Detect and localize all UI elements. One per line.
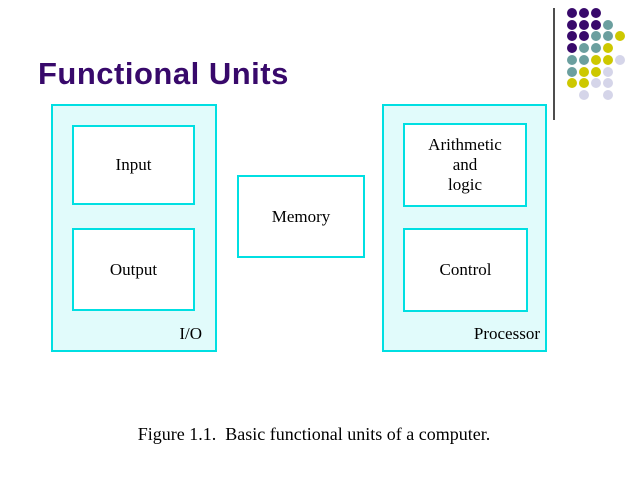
decoration-dot <box>603 43 613 54</box>
decoration-dot <box>591 54 601 65</box>
decoration-dot <box>579 8 589 18</box>
slide-title: Functional Units <box>38 56 289 91</box>
decoration-dot <box>579 66 589 77</box>
input-box: Input <box>72 125 195 205</box>
processor-unit-label: Processor <box>473 324 540 343</box>
decoration-dot <box>567 78 577 89</box>
input-label: Input <box>115 155 152 174</box>
decoration-dot <box>579 89 589 100</box>
decoration-dot <box>579 19 589 30</box>
decoration-dot <box>579 43 589 54</box>
decoration-dot <box>567 31 577 42</box>
decoration-dot <box>567 66 577 77</box>
arithmetic-logic-box: Arithmetic and logic <box>403 123 527 207</box>
decoration-dot <box>603 66 613 77</box>
decoration-dot <box>603 89 613 100</box>
decoration-dot <box>579 31 589 42</box>
decoration-dot <box>579 78 589 89</box>
decoration-dot <box>603 54 613 65</box>
decoration-vertical-line <box>553 8 555 120</box>
decoration-dot <box>603 19 613 30</box>
decoration-dot <box>567 54 577 65</box>
figure-caption: Figure 1.1. Basic functional units of a … <box>137 424 491 444</box>
decoration-dot <box>567 43 577 54</box>
decoration-dot <box>603 78 613 89</box>
decoration-dot <box>591 19 601 30</box>
memory-box: Memory <box>237 175 365 258</box>
decoration-dot <box>615 54 625 65</box>
decoration-dot <box>591 8 601 18</box>
decoration-dot <box>567 8 577 18</box>
control-label: Control <box>439 260 492 279</box>
decoration-dot <box>591 43 601 54</box>
arithmetic-logic-label: Arithmetic and logic <box>428 135 502 194</box>
dot-grid-decoration <box>567 8 631 108</box>
decoration-dot <box>591 66 601 77</box>
output-label: Output <box>109 259 158 279</box>
decoration-dot <box>579 54 589 65</box>
io-unit-label: I/O <box>179 324 202 343</box>
decoration-dot <box>603 31 613 42</box>
memory-label: Memory <box>271 206 331 226</box>
decoration-dot <box>591 78 601 89</box>
output-box: Output <box>72 228 195 311</box>
decoration-dot <box>615 31 625 42</box>
control-box: Control <box>403 228 528 312</box>
decoration-dot <box>591 31 601 42</box>
decoration-dot <box>567 19 577 30</box>
